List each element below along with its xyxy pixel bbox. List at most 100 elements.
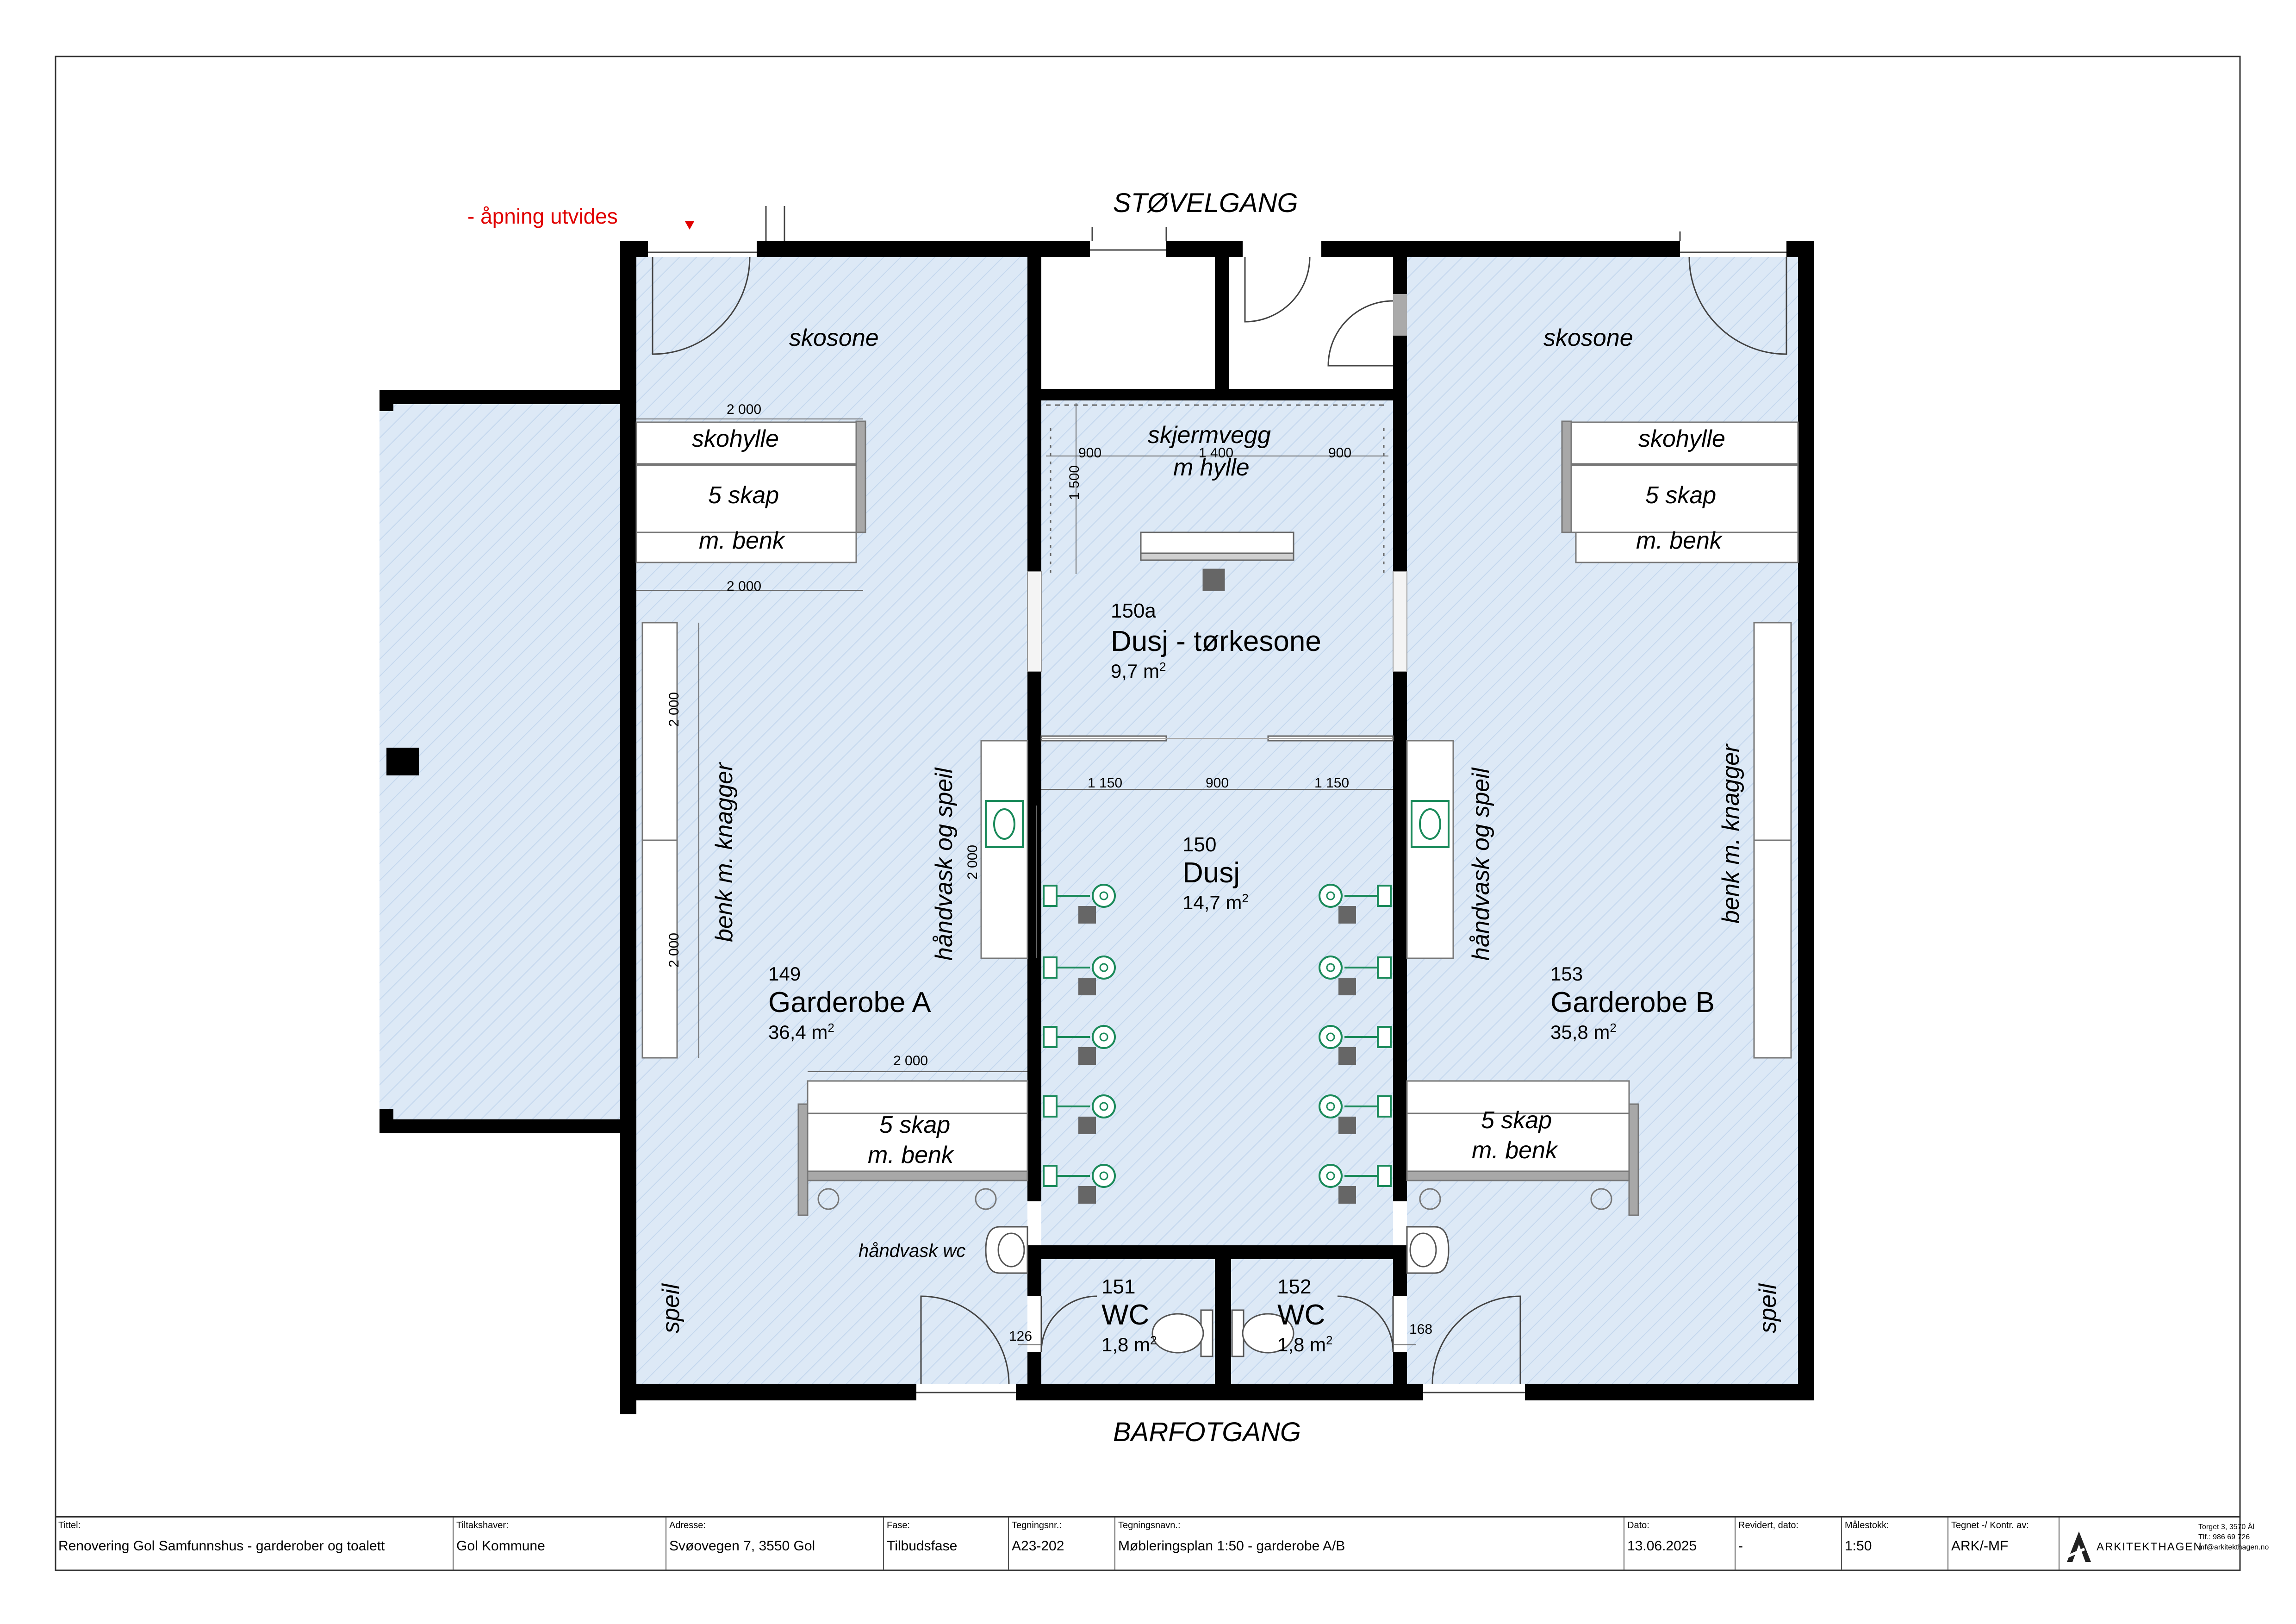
grey-wall-segment [1393,294,1407,336]
annotation-opening: - åpning utvides [467,204,618,228]
tb-value-tegningsnr: A23-202 [1012,1538,1064,1554]
zone-label-skohylle-b: skohylle [1638,425,1725,452]
tb-label-tegnet: Tegnet -/ Kontr. av: [1951,1520,2029,1530]
tb-cell-tiltakshaver: Tiltakshaver: Gol Kommune [454,1518,666,1570]
tb-value-adresse: Svøovegen 7, 3550 Gol [669,1538,815,1554]
grey-wall-segment [1393,571,1407,672]
dim-1400: 1 400 [1199,445,1234,461]
furniture-garderobe-b [1406,420,1799,1216]
room-area-152: 1,8 m2 [1277,1333,1333,1355]
room-area-151: 1,8 m2 [1101,1333,1157,1355]
zone-label-benk-knagger-b: benk m. knagger [1717,744,1744,924]
tb-label-adresse: Adresse: [669,1520,706,1530]
room-number-152: 152 [1277,1275,1312,1298]
room-number-150: 150 [1182,833,1217,856]
drying-zone-fixtures [1040,404,1394,742]
furniture-garderobe-a [635,420,1028,1216]
firm-addr3: mf@arkitekthagen.no [2198,1543,2269,1551]
room-name-150a: Dusj - tørkesone [1111,625,1321,657]
zone-label-m-hylle: m hylle [1173,454,1250,481]
dim-900-top-left: 900 [1078,445,1102,461]
shower-head-left [1043,1025,1116,1065]
shower-head-left [1043,956,1116,995]
room-name-152: WC [1277,1299,1325,1331]
zone-label-speil-a: speil [658,1284,684,1333]
tb-cell-tegnet: Tegnet -/ Kontr. av: ARK/-MF [1948,1518,2060,1570]
dim-900-top-right: 900 [1328,445,1352,461]
firm-addr2: Tlf.: 986 69 726 [2198,1533,2250,1541]
corridor-label-bottom: BARFOTGANG [1113,1417,1301,1447]
tb-cell-tegningsnavn: Tegningsnavn.: Møbleringsplan 1:50 - gar… [1115,1518,1624,1570]
dim-2000-a3: 2 000 [666,692,682,727]
zone-label-benk-b: m. benk [1636,527,1722,554]
shower-head-right [1319,956,1392,995]
room-number-149: 149 [768,963,801,985]
zone-label-handvask-speil-a: håndvask og speil [931,768,958,961]
tb-label-dato: Dato: [1627,1520,1649,1530]
zone-label-benk-a2: m. benk [868,1142,953,1168]
tb-label-tegningsnavn: Tegningsnavn.: [1118,1520,1181,1530]
room-name-149: Garderobe A [768,987,931,1018]
firm-name: ARKITEKTHAGEN [2097,1541,2203,1553]
tb-cell-dato: Dato: 13.06.2025 [1624,1518,1736,1570]
tb-value-tegnet: ARK/-MF [1951,1538,2009,1554]
room-number-153: 153 [1550,963,1583,985]
tb-value-revidert: - [1738,1538,1743,1554]
walls [380,241,1814,1414]
tb-value-fase: Tilbudsfase [887,1538,958,1554]
zone-label-benk-b2: m. benk [1472,1137,1557,1164]
tb-cell-tittel: Tittel: Renovering Gol Samfunnshus - gar… [56,1518,454,1570]
zone-label-skjermvegg: skjermvegg [1148,422,1271,449]
room-area-149: 36,4 m2 [768,1021,834,1043]
zone-label-skap-b2: 5 skap [1481,1107,1552,1134]
shower-head-right [1319,1164,1392,1204]
firm-addr1: Torget 3, 3570 Ål [2198,1523,2254,1531]
dim-1500: 1 500 [1067,465,1082,500]
tb-value-dato: 13.06.2025 [1627,1538,1697,1554]
zone-label-skap-a: 5 skap [708,482,779,509]
zone-label-skap-a2: 5 skap [879,1112,951,1138]
grey-wall-segment [1027,571,1042,672]
shower-head-left [1043,1164,1116,1204]
toilet-fixtures [1151,1309,1294,1357]
zone-label-benk-a: m. benk [699,527,784,554]
zone-label-speil-b: speil [1755,1284,1781,1333]
shower-head-right [1319,1094,1392,1134]
shower-head-left [1043,1094,1116,1134]
tb-label-tegningsnr: Tegningsnr.: [1012,1520,1062,1530]
wc-handwash-fixtures [985,1226,1450,1274]
dim-126: 126 [1009,1329,1033,1344]
shower-head-right [1319,1025,1392,1065]
sink-fixtures [985,800,1450,848]
corridor-label-top: STØVELGANG [1113,188,1298,218]
zone-label-skosone-b: skosone [1543,325,1633,351]
red-arrow-marker [685,221,694,230]
tb-label-revidert: Revidert, dato: [1738,1520,1799,1530]
room-number-150a: 150a [1111,600,1156,622]
tb-cell-firm: ARKITEKTHAGEN Torget 3, 3570 Ål Tlf.: 98… [2060,1518,2269,1570]
tb-cell-revidert: Revidert, dato: - [1736,1518,1842,1570]
dim-2000-a4: 2 000 [666,932,682,968]
shower-fixtures [1043,884,1392,1204]
zone-label-skohylle-a: skohylle [692,425,779,452]
room-name-150: Dusj [1182,857,1240,889]
tb-cell-fase: Fase: Tilbudsfase [884,1518,1009,1570]
tb-label-tiltakshaver: Tiltakshaver: [456,1520,509,1530]
tb-cell-adresse: Adresse: Svøovegen 7, 3550 Gol [666,1518,884,1570]
dimension-lines [636,403,1416,1345]
tb-label-tittel: Tittel: [58,1520,81,1530]
title-block: Tittel: Renovering Gol Samfunnshus - gar… [56,1516,2269,1570]
room-number-151: 151 [1101,1275,1136,1298]
dim-2000-sink-a: 2 000 [965,844,980,880]
dim-2000-a1: 2 000 [727,402,762,417]
dim-2000-a5: 2 000 [893,1053,928,1068]
room-area-150: 14,7 m2 [1182,891,1249,913]
zone-label-skosone-a: skosone [789,325,879,351]
zone-label-handvask-speil-b: håndvask og speil [1468,768,1494,961]
tb-label-fase: Fase: [887,1520,910,1530]
room-area-153: 35,8 m2 [1550,1021,1617,1043]
tb-value-malestokk: 1:50 [1845,1538,1872,1554]
tb-cell-tegningsnr: Tegningsnr.: A23-202 [1009,1518,1115,1570]
dim-168: 168 [1409,1322,1433,1337]
